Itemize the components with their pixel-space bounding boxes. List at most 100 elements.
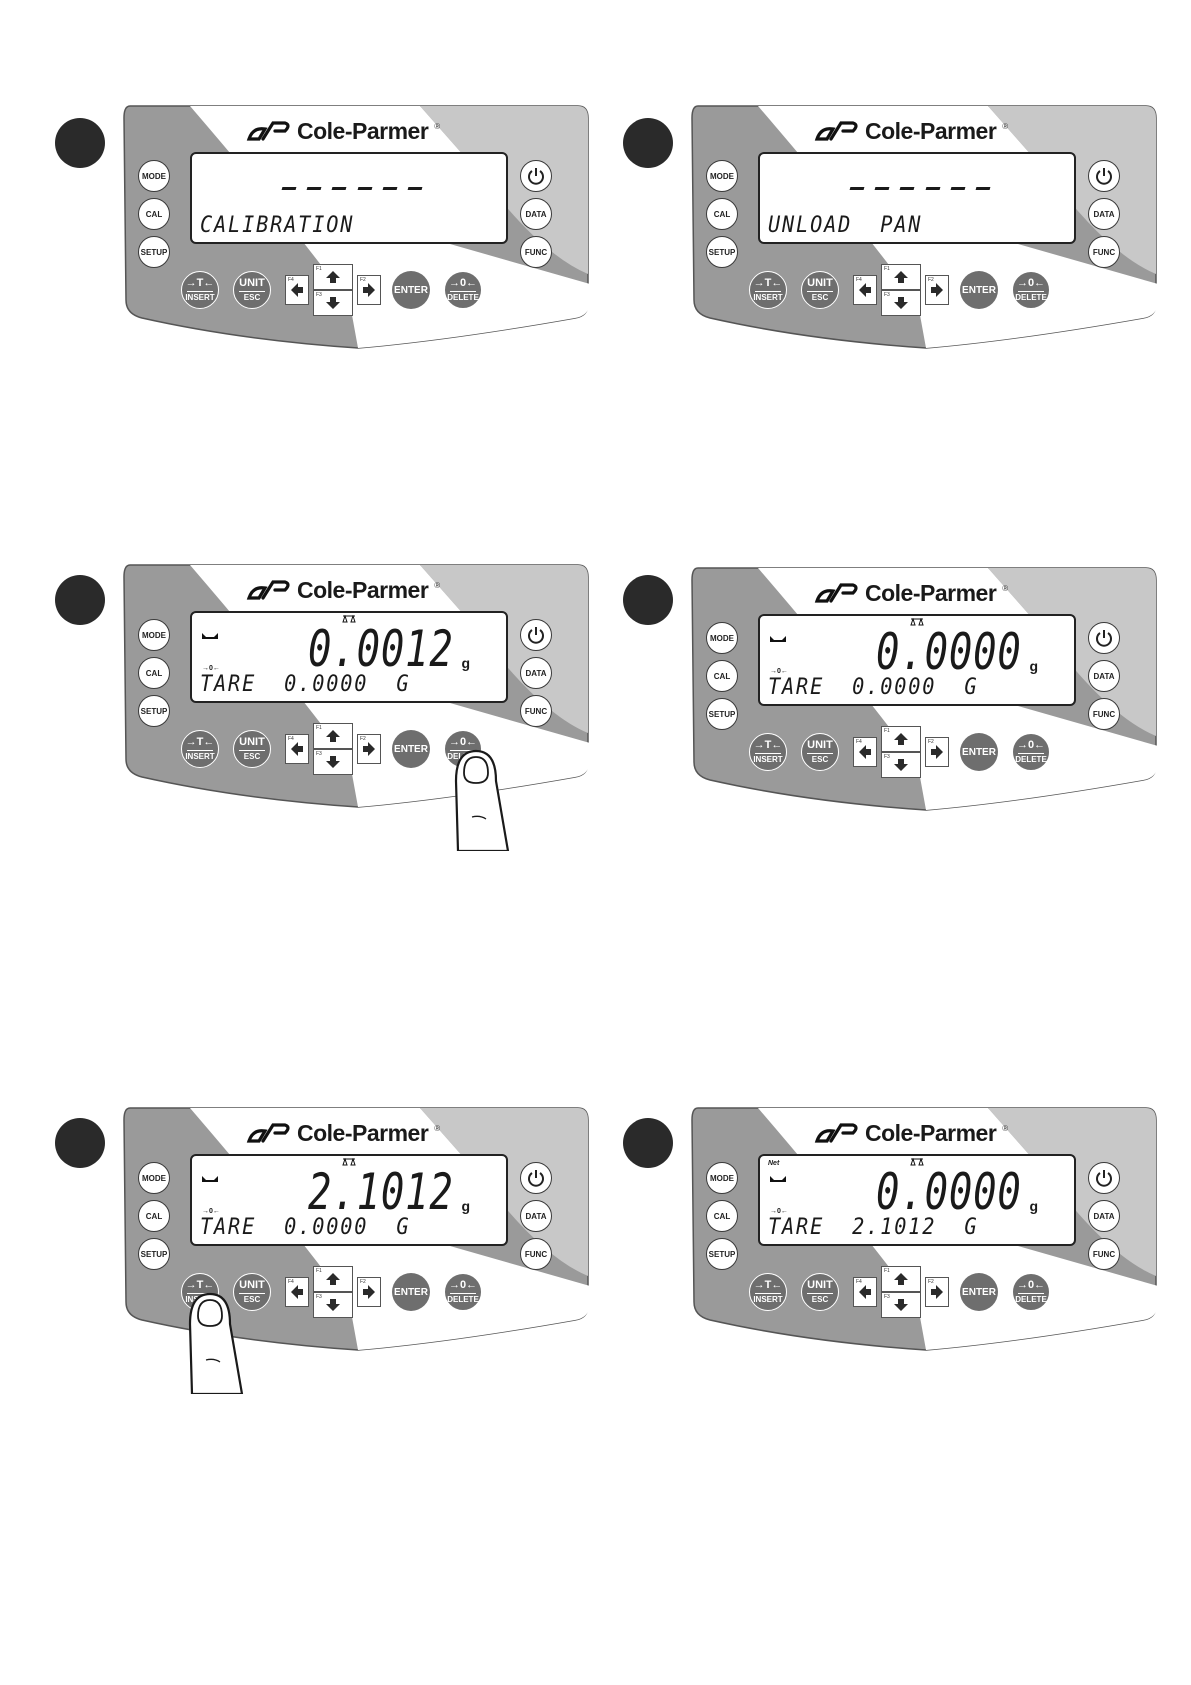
cal-button[interactable]: CAL (706, 1200, 738, 1232)
cal-button[interactable]: CAL (138, 198, 170, 230)
func-button[interactable]: FUNC (1088, 698, 1120, 730)
f2-right-key[interactable]: F2 (925, 1277, 949, 1307)
setup-button[interactable]: SETUP (706, 698, 738, 730)
zero-delete-button[interactable]: →0←DELETE (1012, 733, 1050, 771)
f4-left-key-label: F4 (288, 277, 294, 283)
mode-button[interactable]: MODE (706, 622, 738, 654)
power-button[interactable] (520, 160, 552, 192)
zero-delete-button-top-label: →0← (1016, 739, 1046, 751)
enter-button[interactable]: ENTER (960, 733, 998, 771)
f2-right-key-label: F2 (360, 1279, 366, 1285)
data-button[interactable]: DATA (1088, 660, 1120, 692)
tare-insert-button[interactable]: →T←INSERT (181, 271, 219, 309)
f3-down-key[interactable]: F3 (313, 290, 353, 316)
f3-down-key[interactable]: F3 (881, 290, 921, 316)
power-button[interactable] (520, 619, 552, 651)
power-button[interactable] (1088, 622, 1120, 654)
arrow-right-icon (931, 1285, 943, 1299)
f1-up-key[interactable]: F1 (881, 726, 921, 752)
f4-left-key[interactable]: F4 (285, 275, 309, 305)
lcd-unit: g (1029, 1198, 1038, 1214)
cal-button[interactable]: CAL (138, 1200, 170, 1232)
f1-up-key[interactable]: F1 (313, 1266, 353, 1292)
tare-insert-button[interactable]: →T←INSERT (749, 733, 787, 771)
enter-button[interactable]: ENTER (960, 271, 998, 309)
f3-down-key-label: F3 (316, 292, 322, 298)
tare-insert-button[interactable]: →T←INSERT (749, 1273, 787, 1311)
f1-up-key[interactable]: F1 (313, 723, 353, 749)
cal-button[interactable]: CAL (706, 198, 738, 230)
setup-button[interactable]: SETUP (706, 1238, 738, 1270)
zero-delete-button[interactable]: →0←DELETE (444, 1273, 482, 1311)
setup-button[interactable]: SETUP (138, 1238, 170, 1270)
stable-indicator-icon (202, 633, 218, 639)
mode-button[interactable]: MODE (138, 619, 170, 651)
f3-down-key[interactable]: F3 (881, 752, 921, 778)
power-button[interactable] (1088, 160, 1120, 192)
setup-button[interactable]: SETUP (706, 236, 738, 268)
f3-down-key[interactable]: F3 (881, 1292, 921, 1318)
setup-button[interactable]: SETUP (138, 695, 170, 727)
enter-button[interactable]: ENTER (392, 1273, 430, 1311)
power-button[interactable] (520, 1162, 552, 1194)
f2-right-key[interactable]: F2 (357, 1277, 381, 1307)
power-button[interactable] (1088, 1162, 1120, 1194)
mode-button[interactable]: MODE (138, 1162, 170, 1194)
enter-button[interactable]: ENTER (392, 730, 430, 768)
arrow-left-icon (859, 745, 871, 759)
mode-button[interactable]: MODE (138, 160, 170, 192)
arrow-right-icon (931, 745, 943, 759)
func-button[interactable]: FUNC (1088, 236, 1120, 268)
f4-left-key[interactable]: F4 (853, 275, 877, 305)
f1-up-key[interactable]: F1 (313, 264, 353, 290)
func-button[interactable]: FUNC (1088, 1238, 1120, 1270)
mode-button[interactable]: MODE (706, 160, 738, 192)
f1-up-key[interactable]: F1 (881, 264, 921, 290)
f2-right-key[interactable]: F2 (925, 275, 949, 305)
data-button[interactable]: DATA (1088, 198, 1120, 230)
f4-left-key[interactable]: F4 (285, 734, 309, 764)
cole-parmer-logo: Cole-Parmer® (245, 116, 440, 146)
zero-indicator: →0← (202, 665, 220, 672)
f4-left-key[interactable]: F4 (285, 1277, 309, 1307)
f2-right-key[interactable]: F2 (357, 275, 381, 305)
f4-left-key[interactable]: F4 (853, 1277, 877, 1307)
setup-button[interactable]: SETUP (138, 236, 170, 268)
cal-button[interactable]: CAL (138, 657, 170, 689)
data-button[interactable]: DATA (1088, 1200, 1120, 1232)
func-button[interactable]: FUNC (520, 695, 552, 727)
zero-delete-button[interactable]: →0←DELETE (444, 271, 482, 309)
tare-insert-button[interactable]: →T←INSERT (181, 730, 219, 768)
enter-button[interactable]: ENTER (960, 1273, 998, 1311)
f2-right-key[interactable]: F2 (357, 734, 381, 764)
enter-button[interactable]: ENTER (392, 271, 430, 309)
power-icon (1096, 630, 1112, 647)
f3-down-key[interactable]: F3 (313, 1292, 353, 1318)
data-button[interactable]: DATA (520, 657, 552, 689)
func-button[interactable]: FUNC (520, 236, 552, 268)
zero-delete-button[interactable]: →0←DELETE (1012, 271, 1050, 309)
cal-button[interactable]: CAL (706, 660, 738, 692)
f1-up-key[interactable]: F1 (881, 1266, 921, 1292)
tare-insert-button-divider (755, 1293, 781, 1294)
data-button[interactable]: DATA (520, 1200, 552, 1232)
lcd-sub-text: TARE 0.0000 G (200, 672, 411, 697)
f2-right-key[interactable]: F2 (925, 737, 949, 767)
zero-delete-button-divider (1018, 291, 1044, 292)
brand-name: Cole-Parmer (865, 117, 997, 144)
tare-insert-button[interactable]: →T←INSERT (749, 271, 787, 309)
mode-button[interactable]: MODE (706, 1162, 738, 1194)
zero-delete-button[interactable]: →0←DELETE (1012, 1273, 1050, 1311)
func-button[interactable]: FUNC (520, 1238, 552, 1270)
step-marker (55, 118, 105, 168)
f4-left-key[interactable]: F4 (853, 737, 877, 767)
f3-down-key[interactable]: F3 (313, 749, 353, 775)
data-button[interactable]: DATA (520, 198, 552, 230)
arrow-up-icon (326, 730, 340, 742)
